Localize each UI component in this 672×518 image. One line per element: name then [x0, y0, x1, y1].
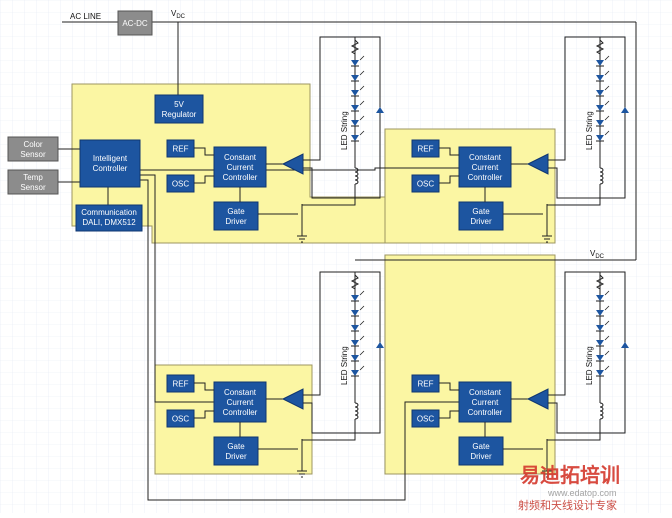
svg-text:OSC: OSC — [172, 415, 190, 424]
svg-text:OSC: OSC — [172, 180, 190, 189]
driver-unit-3: REF OSC ConstantCurrentControllerGateDrive… — [166, 271, 384, 478]
ref-block: REF — [411, 374, 440, 393]
watermark-tagline: 射频和天线设计专家 — [518, 498, 617, 512]
svg-text:Controller: Controller — [223, 173, 258, 182]
communication-block: Communication DALI, DMX512 — [75, 204, 143, 232]
svg-text:Controller: Controller — [93, 164, 128, 173]
regulator-block: 5V Regulator — [154, 94, 204, 124]
temp-sensor: Temp Sensor — [7, 169, 59, 195]
svg-text:OSC: OSC — [417, 415, 435, 424]
ref-block: REF — [411, 139, 440, 158]
osc-block: OSC — [166, 409, 195, 428]
intelligent-controller: Intelligent Controller — [79, 139, 141, 188]
svg-text:Gate: Gate — [472, 207, 490, 216]
ac-line-label: AC LINE — [70, 12, 101, 21]
driver-unit-4: REF OSC ConstantCurrentControllerGateDrive… — [411, 271, 629, 478]
svg-text:Current: Current — [227, 398, 254, 407]
osc-block: OSC — [411, 409, 440, 428]
svg-text:5V: 5V — [174, 100, 184, 109]
osc-block: OSC — [411, 174, 440, 193]
svg-text:Constant: Constant — [469, 388, 502, 397]
svg-text:Driver: Driver — [470, 452, 492, 461]
svg-text:Controller: Controller — [223, 408, 258, 417]
svg-text:REF: REF — [418, 145, 434, 154]
svg-text:Driver: Driver — [225, 217, 247, 226]
watermark-site: www.edatop.com — [547, 488, 617, 498]
svg-text:Sensor: Sensor — [20, 183, 46, 192]
svg-text:Controller: Controller — [468, 408, 503, 417]
svg-text:Driver: Driver — [225, 452, 247, 461]
svg-text:Gate: Gate — [227, 207, 245, 216]
watermark-brand: 易迪拓培训 — [520, 463, 620, 487]
svg-text:Regulator: Regulator — [162, 110, 197, 119]
svg-text:Intelligent: Intelligent — [93, 154, 128, 163]
svg-text:OSC: OSC — [417, 180, 435, 189]
svg-text:LED String: LED String — [340, 346, 349, 385]
watermark: 易迪拓培训 www.edatop.com 射频和天线设计专家 — [518, 463, 620, 512]
svg-text:Constant: Constant — [224, 388, 257, 397]
osc-block: OSC — [166, 174, 195, 193]
ref-block: REF — [166, 374, 195, 393]
svg-text:Current: Current — [472, 398, 499, 407]
driver-units: REFOSCConstantCurrentControllerGateDrive… — [166, 36, 629, 478]
svg-text:Gate: Gate — [472, 442, 490, 451]
vdc-label-mid: VDC — [590, 249, 605, 260]
svg-text:Temp: Temp — [23, 173, 43, 182]
vdc-label-top: VDC — [171, 9, 186, 20]
driver-unit-1: REF OSC ConstantCurrentControllerGateDrive… — [166, 36, 384, 243]
svg-text:Gate: Gate — [227, 442, 245, 451]
svg-text:Constant: Constant — [469, 153, 502, 162]
svg-text:REF: REF — [418, 380, 434, 389]
svg-text:REF: REF — [173, 380, 189, 389]
driver-unit-2: REF OSC ConstantCurrentControllerGateDrive… — [411, 36, 629, 243]
svg-text:LED String: LED String — [585, 111, 594, 150]
svg-text:REF: REF — [173, 145, 189, 154]
svg-text:LED String: LED String — [340, 111, 349, 150]
color-sensor: Color Sensor — [7, 136, 59, 162]
svg-text:LED String: LED String — [585, 346, 594, 385]
svg-text:Current: Current — [227, 163, 254, 172]
svg-text:Current: Current — [472, 163, 499, 172]
ac-dc-label: AC-DC — [122, 19, 148, 28]
svg-text:Communication: Communication — [81, 208, 137, 217]
svg-text:Sensor: Sensor — [20, 150, 46, 159]
svg-text:DALI, DMX512: DALI, DMX512 — [82, 218, 136, 227]
ac-dc-block: AC-DC — [117, 10, 153, 36]
svg-text:Constant: Constant — [224, 153, 257, 162]
svg-text:Controller: Controller — [468, 173, 503, 182]
svg-text:Color: Color — [23, 140, 42, 149]
ref-block: REF — [166, 139, 195, 158]
svg-text:Driver: Driver — [470, 217, 492, 226]
